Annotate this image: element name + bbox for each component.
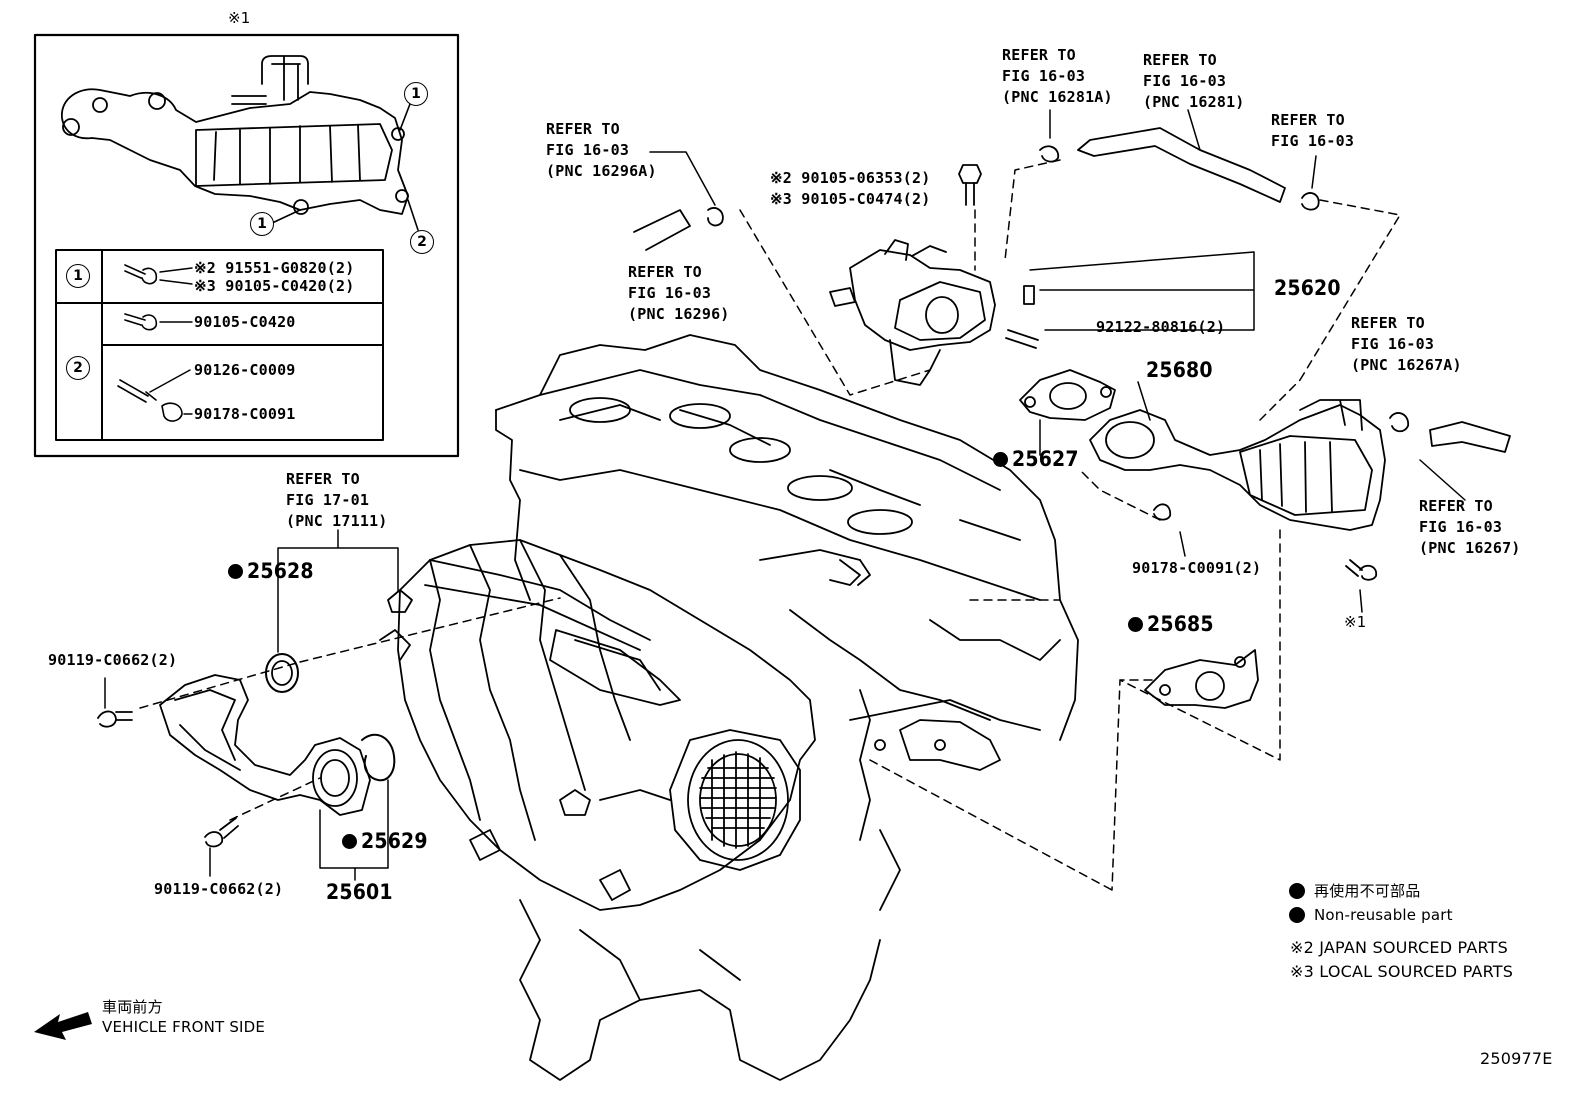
- refer-16281[interactable]: REFER TO FIG 16-03 (PNC 16281): [1143, 51, 1245, 111]
- refer-16296a[interactable]: REFER TO FIG 16-03 (PNC 16296A): [546, 120, 657, 180]
- figure-id: 250977E: [1480, 1049, 1553, 1068]
- part-90178-c0091[interactable]: 90178-C0091(2): [1132, 559, 1262, 577]
- non-reusable-dot-icon: [228, 564, 243, 579]
- non-reusable-dot-icon: [342, 834, 357, 849]
- legend-non-reusable-jp: 再使用不可部品: [1314, 882, 1421, 900]
- gasket-25627-drawing: [1019, 369, 1116, 421]
- table-row1-part-b: ※3 90105-C0420(2): [194, 277, 355, 295]
- table-row2-part-c: 90178-C0091: [194, 405, 296, 423]
- legend-non-reusable-en: Non-reusable part: [1314, 906, 1453, 924]
- refer-fig-16-03[interactable]: REFER TO FIG 16-03: [1271, 111, 1355, 150]
- table-row2-key: 2: [66, 356, 90, 380]
- table-row1-part-a: ※2 91551-G0820(2): [194, 259, 355, 277]
- refer-16281a[interactable]: REFER TO FIG 16-03 (PNC 16281A): [1002, 46, 1113, 106]
- legend-local-sourced: ※3 LOCAL SOURCED PARTS: [1290, 962, 1514, 981]
- part-25601[interactable]: 25601: [326, 880, 393, 904]
- inset-callout-1-bottom: 1: [250, 212, 274, 236]
- refer-17111[interactable]: REFER TO FIG 17-01 (PNC 17111): [286, 470, 388, 530]
- intake-manifold-drawing: [379, 539, 816, 911]
- table-row2-part-b: 90126-C0009: [194, 361, 296, 379]
- part-25628[interactable]: 25628: [228, 561, 314, 582]
- egr-pipe-drawing: [97, 653, 396, 848]
- refer-16267a[interactable]: REFER TO FIG 16-03 (PNC 16267A): [1351, 314, 1462, 374]
- part-25627[interactable]: 25627: [993, 449, 1079, 470]
- part-25685[interactable]: 25685: [1128, 614, 1214, 635]
- non-reusable-dot-icon: [1128, 617, 1143, 632]
- part-25627-number: 25627: [1012, 447, 1079, 471]
- engine-block-drawing: [495, 334, 1079, 1081]
- vehicle-front-en: VEHICLE FRONT SIDE: [102, 1018, 266, 1036]
- gasket-25685-drawing: [1144, 649, 1259, 709]
- refer-16267[interactable]: REFER TO FIG 16-03 (PNC 16267): [1419, 497, 1521, 557]
- inset-callout-2: 2: [410, 230, 434, 254]
- table-row1-key: 1: [66, 264, 90, 288]
- part-90119-c0662-top[interactable]: 90119-C0662(2): [48, 651, 178, 669]
- table-bolt-icons: [117, 264, 183, 422]
- star1-marker: ※1: [1344, 613, 1367, 631]
- non-reusable-dot-icon: [993, 452, 1008, 467]
- egr-cooler-drawing: [1089, 399, 1386, 581]
- inset-title: ※1: [228, 9, 251, 27]
- inset-egr-cooler-drawing: [61, 55, 409, 215]
- legend-bullet-en: [1289, 907, 1305, 923]
- egr-valve-drawing: [829, 164, 1039, 386]
- part-25628-number: 25628: [247, 559, 314, 583]
- vehicle-front-jp: 車両前方: [102, 998, 163, 1016]
- part-25620[interactable]: 25620: [1274, 276, 1341, 300]
- part-90105-06353[interactable]: ※2 90105-06353(2): [770, 169, 931, 187]
- part-25629[interactable]: 25629: [342, 831, 428, 852]
- hoses-drawing: [633, 127, 1511, 453]
- part-25629-number: 25629: [361, 829, 428, 853]
- table-row2-part-a: 90105-C0420: [194, 313, 296, 331]
- part-92122-80816[interactable]: 92122-80816(2): [1096, 318, 1226, 336]
- vehicle-front-arrow-icon: [34, 1012, 92, 1040]
- part-90105-c0474[interactable]: ※3 90105-C0474(2): [770, 190, 931, 208]
- legend-bullet-jp: [1289, 883, 1305, 899]
- leader-lines: [104, 109, 1466, 881]
- part-25680[interactable]: 25680: [1146, 358, 1213, 382]
- inset-box: [33, 33, 460, 458]
- refer-16296[interactable]: REFER TO FIG 16-03 (PNC 16296): [628, 263, 730, 323]
- part-90119-c0662-bottom[interactable]: 90119-C0662(2): [154, 880, 284, 898]
- legend-japan-sourced: ※2 JAPAN SOURCED PARTS: [1290, 938, 1509, 957]
- inset-callout-1-top: 1: [404, 82, 428, 106]
- part-25685-number: 25685: [1147, 612, 1214, 636]
- dashed-lines: [139, 159, 1401, 891]
